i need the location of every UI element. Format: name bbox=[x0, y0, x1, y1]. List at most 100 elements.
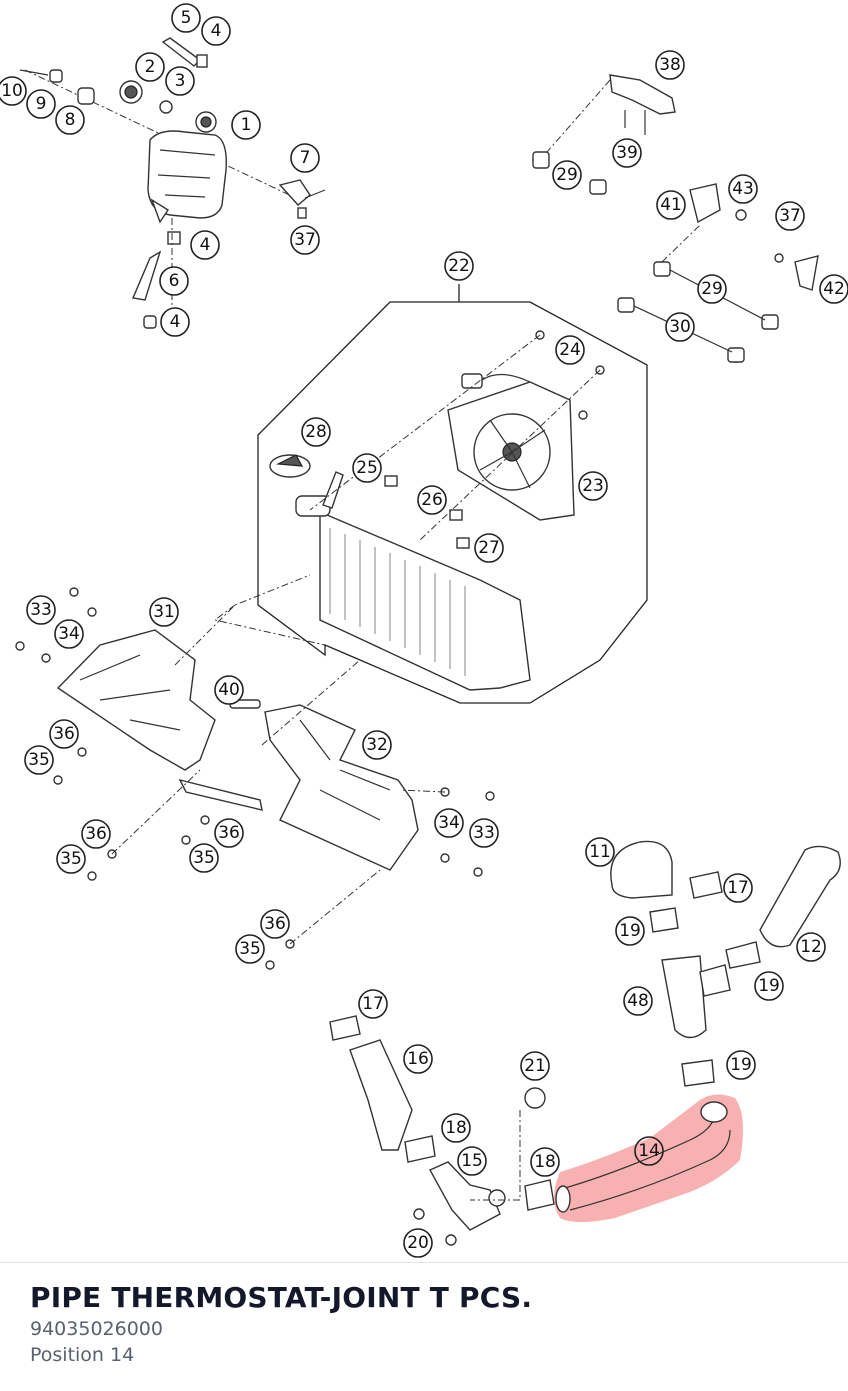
callout-label: 16 bbox=[407, 1049, 429, 1069]
callout[interactable]: 36 bbox=[49, 719, 79, 749]
callout[interactable]: 35 bbox=[235, 934, 265, 964]
callout[interactable]: 23 bbox=[578, 471, 608, 501]
callout-label: 20 bbox=[407, 1233, 429, 1253]
callout[interactable]: 15 bbox=[457, 1146, 487, 1176]
callout-label: 42 bbox=[823, 279, 845, 299]
callout[interactable]: 34 bbox=[434, 808, 464, 838]
callout-label: 32 bbox=[366, 735, 388, 755]
callout[interactable]: 26 bbox=[417, 485, 447, 515]
callout[interactable]: 39 bbox=[612, 138, 642, 168]
callout-label: 27 bbox=[478, 538, 500, 558]
callout-label: 25 bbox=[356, 458, 378, 478]
callout[interactable]: 37 bbox=[775, 201, 805, 231]
callout[interactable]: 36 bbox=[260, 909, 290, 939]
callout-label: 5 bbox=[181, 8, 192, 28]
callout-label: 29 bbox=[701, 279, 723, 299]
callout[interactable]: 3 bbox=[165, 66, 195, 96]
callout[interactable]: 22 bbox=[444, 251, 474, 281]
callout-label: 35 bbox=[28, 750, 50, 770]
callout-label: 36 bbox=[85, 824, 107, 844]
callout-label: 2 bbox=[145, 57, 156, 77]
callout-label: 17 bbox=[727, 878, 749, 898]
callout[interactable]: 21 bbox=[520, 1051, 550, 1081]
callout[interactable]: 35 bbox=[189, 843, 219, 873]
radiator-group bbox=[257, 284, 648, 704]
callout[interactable]: 6 bbox=[159, 266, 189, 296]
callout-label: 23 bbox=[582, 476, 604, 496]
callout[interactable]: 19 bbox=[726, 1050, 756, 1080]
callout[interactable]: 4 bbox=[201, 16, 231, 46]
callout[interactable]: 24 bbox=[555, 335, 585, 365]
part-title: PIPE THERMOSTAT-JOINT T PCS. bbox=[30, 1281, 533, 1314]
callout[interactable]: 11 bbox=[585, 837, 615, 867]
callout[interactable]: 9 bbox=[26, 89, 56, 119]
callout-label: 36 bbox=[264, 914, 286, 934]
radiator-shroud-group bbox=[15, 574, 495, 970]
callout[interactable]: 35 bbox=[56, 844, 86, 874]
callout[interactable]: 10 bbox=[0, 76, 27, 106]
callout[interactable]: 36 bbox=[81, 819, 111, 849]
callout-label: 22 bbox=[448, 256, 470, 276]
callout[interactable]: 38 bbox=[655, 50, 685, 80]
callout[interactable]: 16 bbox=[403, 1044, 433, 1074]
callout-label: 14 bbox=[638, 1141, 660, 1161]
callout-label: 35 bbox=[239, 939, 261, 959]
highlighted-part-14[interactable] bbox=[554, 1094, 744, 1222]
callout-label: 24 bbox=[559, 340, 581, 360]
callout[interactable]: 20 bbox=[403, 1228, 433, 1258]
callout[interactable]: 18 bbox=[441, 1113, 471, 1143]
callout[interactable]: 36 bbox=[214, 818, 244, 848]
exploded-parts-diagram: 5 4 2 3 10 9 8 1 7 37 4 6 4 38 39 29 41 … bbox=[0, 3, 848, 1258]
callout-label: 19 bbox=[758, 976, 780, 996]
callout[interactable]: 31 bbox=[149, 597, 179, 627]
callout[interactable]: 29 bbox=[552, 160, 582, 190]
callout-label: 35 bbox=[60, 849, 82, 869]
callout[interactable]: 34 bbox=[54, 619, 84, 649]
callout[interactable]: 41 bbox=[656, 190, 686, 220]
callout[interactable]: 4 bbox=[160, 307, 190, 337]
callout-label: 21 bbox=[524, 1056, 546, 1076]
callout-label: 17 bbox=[362, 994, 384, 1014]
callout[interactable]: 33 bbox=[469, 818, 499, 848]
callout[interactable]: 17 bbox=[358, 989, 388, 1019]
callout[interactable]: 8 bbox=[55, 105, 85, 135]
callout[interactable]: 33 bbox=[26, 595, 56, 625]
callout[interactable]: 28 bbox=[301, 417, 331, 447]
callout-label: 19 bbox=[730, 1055, 752, 1075]
callout[interactable]: 37 bbox=[290, 225, 320, 255]
callout[interactable]: 17 bbox=[723, 873, 753, 903]
callout[interactable]: 27 bbox=[474, 533, 504, 563]
callout-label: 34 bbox=[58, 624, 80, 644]
callout[interactable]: 18 bbox=[530, 1147, 560, 1177]
callout-label: 48 bbox=[627, 991, 649, 1011]
callout-label: 37 bbox=[779, 206, 801, 226]
callout[interactable]: 48 bbox=[623, 986, 653, 1016]
callout[interactable]: 29 bbox=[697, 274, 727, 304]
callout[interactable]: 25 bbox=[352, 453, 382, 483]
callout[interactable]: 12 bbox=[796, 932, 826, 962]
callout[interactable]: 1 bbox=[231, 110, 261, 140]
callout-label: 4 bbox=[211, 21, 222, 41]
callout-label: 18 bbox=[534, 1152, 556, 1172]
callout[interactable]: 32 bbox=[362, 730, 392, 760]
callout-label: 29 bbox=[556, 165, 578, 185]
callout-label: 1 bbox=[241, 115, 252, 135]
callout[interactable]: 19 bbox=[754, 971, 784, 1001]
part-info-panel: PIPE THERMOSTAT-JOINT T PCS. 94035026000… bbox=[0, 1262, 848, 1391]
callout[interactable]: 40 bbox=[214, 675, 244, 705]
callout[interactable]: 19 bbox=[615, 916, 645, 946]
callout[interactable]: 7 bbox=[290, 143, 320, 173]
callout-label: 15 bbox=[461, 1151, 483, 1171]
callout[interactable]: 5 bbox=[171, 3, 201, 33]
callout-highlighted[interactable]: 14 bbox=[634, 1136, 664, 1166]
bracket-mount-group bbox=[532, 74, 819, 363]
callout[interactable]: 2 bbox=[135, 52, 165, 82]
callout[interactable]: 42 bbox=[819, 274, 848, 304]
callout[interactable]: 4 bbox=[190, 230, 220, 260]
callout-label: 38 bbox=[659, 55, 681, 75]
callout[interactable]: 35 bbox=[24, 745, 54, 775]
callout[interactable]: 30 bbox=[665, 312, 695, 342]
callout[interactable]: 43 bbox=[728, 174, 758, 204]
callout-label: 19 bbox=[619, 921, 641, 941]
callout-label: 35 bbox=[193, 848, 215, 868]
